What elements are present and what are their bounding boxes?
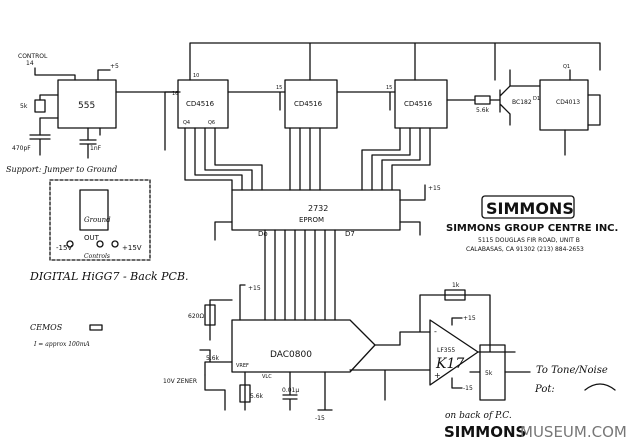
control-pin: 14	[26, 60, 34, 67]
company-name: SIMMONS GROUP CENTRE INC.	[446, 223, 618, 234]
opamp-plus15: +15	[463, 315, 476, 322]
support-note: Support: Jumper to Ground	[6, 165, 117, 174]
out-label: OUT	[84, 234, 100, 242]
simmons-logo: SIMMONS	[486, 199, 574, 218]
counter3-name: CD4516	[404, 100, 433, 108]
c-timer1-label: 470pF	[12, 145, 31, 152]
r-timer-label: 5k	[20, 103, 28, 110]
opamp-name: LF355	[437, 347, 455, 354]
output-pot: 5k K17 To Tone/Noise Pot: on back of P.C…	[435, 344, 616, 421]
support-minus15v: -15V	[56, 244, 72, 252]
counter-1: CD4516 16 10 Q4 Q6	[164, 73, 263, 191]
top-bus	[189, 42, 601, 81]
watermark-simmons: SIMMONS	[444, 423, 526, 441]
opamp-minus: -	[434, 327, 437, 336]
onback-note: on back of P.C.	[445, 411, 512, 421]
eprom-sub: EPROM	[299, 216, 324, 224]
timer-plus5: +5	[110, 63, 119, 70]
c-dac-label: 0.01μ	[282, 387, 299, 394]
flipflop-4013: CD4013 Q1 D1	[509, 64, 601, 156]
address-line1: 5115 DOUGLAS FIR ROAD, UNIT B	[478, 237, 580, 244]
eprom-name: 2732	[308, 204, 328, 213]
ground-label: Ground	[84, 216, 111, 224]
r-out-label: 5k	[485, 370, 493, 377]
transistor-rbase: 5.6k	[476, 107, 490, 114]
watermark: SIMMONS MUSEUM.COM	[444, 423, 627, 441]
cemos-note: CEMOS I = approx 100mA	[30, 323, 103, 348]
cemos-label: CEMOS	[30, 323, 63, 332]
counter-2: CD4516 15	[227, 79, 338, 191]
opamp: - + LF355 1k +15 -15	[349, 282, 516, 401]
support-sketch: Support: Jumper to Ground Ground OUT -15…	[6, 165, 189, 283]
timer-name: 555	[78, 101, 95, 111]
dac-vlc: VLC	[262, 374, 272, 380]
current-label: I = approx 100mA	[33, 341, 90, 348]
watermark-museum: MUSEUM.COM	[520, 423, 627, 441]
tone-note: To Tone/Noise	[536, 365, 608, 376]
counter1-q6: Q6	[208, 120, 215, 126]
r-dac3-label: 5.6k	[250, 393, 264, 400]
counter2-pin15: 15	[276, 85, 282, 91]
simmons-brand: SIMMONS SIMMONS GROUP CENTRE INC. 5115 D…	[446, 195, 618, 253]
dac-0800: DAC0800 VREF VLC +15 620Ω 5.6k 5.6k 0.01…	[163, 284, 376, 422]
eprom-plus15: +15	[428, 185, 441, 192]
eprom-d7: D7	[345, 230, 355, 238]
transistor: 5.6k BC182	[446, 69, 532, 126]
counter1-name: CD4516	[186, 100, 215, 108]
transistor-name: BC182	[512, 99, 532, 106]
counter-3: CD4516 15	[336, 79, 448, 191]
c-timer2-label: 1nF	[90, 145, 102, 152]
counter3-pin15: 15	[386, 85, 392, 91]
k17-note: K17	[435, 356, 464, 372]
zener-label: 10V ZENER	[163, 378, 197, 385]
dac-name: DAC0800	[270, 350, 312, 360]
address-line2: CALABASAS, CA 91302 (213) 884-2653	[466, 246, 584, 253]
flipflop-q1: Q1	[563, 64, 570, 70]
dac-plus15: +15	[248, 285, 261, 292]
board-title: DIGITAL HiGG7 - Back PCB.	[29, 270, 189, 283]
opamp-plus: +	[434, 371, 441, 380]
r-dac-label: 620Ω	[188, 313, 204, 320]
counter2-name: CD4516	[294, 100, 323, 108]
opamp-minus15: -15	[463, 385, 473, 392]
counter1-pin16: 16	[172, 91, 178, 97]
control-label: CONTROL	[18, 53, 48, 60]
flipflop-d1: D1	[533, 96, 540, 102]
controls-label: Controls	[84, 253, 110, 260]
pot-note: Pot:	[534, 384, 555, 395]
counter1-pin10: 10	[193, 73, 199, 79]
timer-555: 555 CONTROL 14 +5 5k 470pF 1nF	[12, 53, 181, 159]
support-plus15v: +15V	[122, 244, 142, 252]
eprom-d0: Do	[258, 230, 268, 238]
eprom-2732: 2732 EPROM Do D7 +15	[214, 184, 441, 321]
dac-minus15: -15	[315, 415, 325, 422]
dac-vref: VREF	[236, 363, 249, 369]
flipflop-name: CD4013	[556, 99, 580, 106]
counter1-q4: Q4	[183, 120, 190, 126]
r-dac2-label: 5.6k	[206, 355, 220, 362]
opamp-feedback: 1k	[452, 282, 460, 289]
